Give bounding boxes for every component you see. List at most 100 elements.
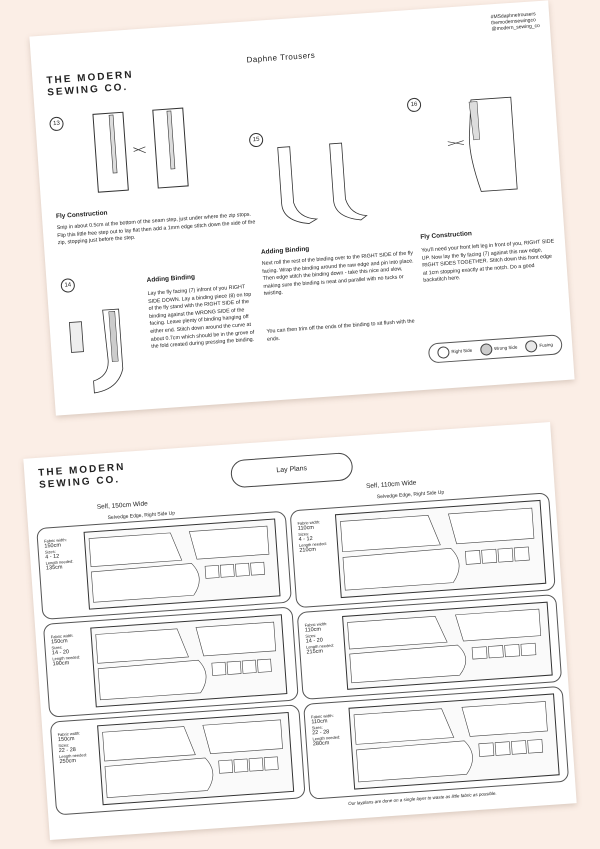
pattern-pieces — [88, 525, 270, 603]
pattern-piece — [256, 658, 272, 673]
legend-right-side-label: Right Side — [451, 347, 473, 355]
adding-binding-text-14: Lay the fly facing (7) infront of you RI… — [147, 284, 255, 350]
brand-logo-2: THE MODERN SEWING CO. — [38, 462, 127, 492]
length-value: 210cm — [299, 546, 317, 554]
lay-plans-title: Lay Plans — [229, 451, 354, 489]
pattern-piece — [342, 547, 460, 591]
adding-binding-text-15: Next roll the rest of the binding over t… — [261, 250, 414, 298]
legend-right-side: Right Side — [437, 344, 473, 359]
adding-binding-illustration — [68, 308, 124, 394]
pattern-piece — [241, 659, 257, 674]
pattern-piece — [513, 546, 530, 562]
pattern-pieces — [102, 719, 283, 798]
pattern-piece — [102, 726, 196, 762]
pattern-piece — [226, 660, 242, 675]
pattern-piece — [95, 628, 189, 664]
pattern-piece — [91, 563, 200, 603]
page-title: Daphne Trousers — [246, 50, 316, 65]
fusing-swatch — [525, 339, 538, 353]
lay-plan-150-medium: Fabric width: 150cm Sizes: 14 - 20 Lengt… — [42, 606, 299, 718]
pattern-piece — [356, 740, 473, 783]
pattern-piece — [349, 644, 467, 684]
lay-plans-page: THE MODERN SEWING CO. Lay Plans Self, 15… — [23, 422, 577, 840]
pattern-piece — [248, 757, 264, 772]
pattern-piece — [478, 742, 495, 757]
plan-info: Fabric width: 150cm Sizes: 4 - 12 Length… — [44, 537, 74, 572]
pattern-piece — [219, 563, 235, 578]
pattern-piece — [88, 532, 183, 567]
step-number-15: 15 — [248, 132, 264, 148]
plan-info: Fabric width: 150cm Sizes: 14 - 20 Lengt… — [51, 632, 81, 667]
pattern-piece — [211, 661, 227, 676]
length-value: 135cm — [45, 563, 63, 572]
pattern-piece — [481, 548, 498, 564]
brand-logo: THE MODERN SEWING CO. — [46, 69, 135, 99]
pattern-piece — [465, 550, 481, 565]
adding-binding-text-15b: You can then trim off the ends of the bi… — [266, 318, 415, 343]
pattern-piece — [195, 621, 277, 657]
right-selvedge-label: Selvedge Edge, Right Side Up — [376, 489, 445, 501]
pattern-piece — [527, 739, 544, 754]
lay-plan-150-large: Fabric width: 150cm Sizes: 22 - 28 Lengt… — [49, 704, 306, 816]
fabric-layout — [342, 601, 553, 690]
plan-info: Fabric width: 110cm Sizes: 4 - 12 Length… — [297, 519, 327, 554]
length-value: 190cm — [52, 659, 70, 667]
contact-block: #MSdaphnetrousers themodernsewingco @mod… — [491, 11, 541, 32]
pattern-piece — [497, 547, 514, 563]
length-value: 215cm — [306, 647, 324, 656]
fabric-side-legend: Right Side Wrong Side Fusing — [427, 334, 563, 364]
adding-binding-heading-15: Adding Binding — [260, 245, 310, 256]
instruction-page: THE MODERN SEWING CO. Daphne Trousers #M… — [29, 0, 575, 416]
right-column-heading: Self, 110cm Wide — [365, 479, 417, 491]
fabric-layout — [334, 499, 547, 599]
legend-fusing-label: Fusing — [539, 342, 554, 348]
pattern-piece — [488, 645, 504, 659]
pattern-piece — [471, 646, 488, 660]
fabric-layout — [90, 614, 288, 708]
plan-info: Fabric width: 110cm Sizes: 22 - 28 Lengt… — [311, 713, 341, 748]
pattern-piece — [461, 701, 548, 737]
pattern-piece — [448, 507, 535, 545]
pattern-piece — [204, 565, 220, 579]
wrong-side-swatch — [479, 343, 493, 356]
left-column-heading: Self, 150cm Wide — [96, 500, 148, 511]
lay-plan-110-large: Fabric width: 110cm Sizes: 22 - 28 Lengt… — [303, 685, 570, 800]
pattern-piece — [202, 719, 283, 754]
pattern-piece — [235, 562, 250, 577]
pattern-piece — [494, 741, 511, 756]
pattern-piece — [233, 758, 249, 773]
pattern-pieces — [353, 701, 548, 783]
pattern-piece — [104, 757, 214, 798]
pattern-piece — [97, 659, 207, 701]
length-value: 280cm — [312, 739, 330, 747]
pattern-piece — [511, 740, 527, 755]
fabric-layout — [83, 518, 281, 610]
pattern-pieces — [340, 507, 535, 591]
legend-wrong-side-label: Wrong Side — [493, 344, 518, 352]
step-number-16: 16 — [406, 97, 422, 113]
binding-rolled-illustration — [277, 142, 368, 224]
fly-construction-heading-16: Fly Construction — [420, 230, 473, 241]
pattern-pieces — [95, 621, 277, 701]
pattern-piece — [347, 615, 448, 650]
pattern-piece — [263, 756, 279, 771]
fly-construction-heading: Fly Construction — [55, 209, 108, 221]
fly-construction-text-16: You'll need your front left leg in front… — [421, 238, 555, 285]
pattern-piece — [455, 608, 542, 642]
adding-binding-heading-14: Adding Binding — [146, 273, 196, 285]
pattern-piece — [218, 759, 234, 774]
plan-info: Fabric width: 110cm Sizes: 14 - 20 Lengt… — [304, 621, 334, 656]
pattern-piece — [504, 644, 520, 658]
step-number-14: 14 — [60, 278, 76, 293]
plan-info: Fabric width: 150cm Sizes: 22 - 28 Lengt… — [57, 730, 87, 765]
fabric-layout — [97, 711, 295, 806]
pattern-piece — [250, 561, 265, 576]
fly-construction-illustration — [92, 107, 189, 193]
lay-plan-110-small: Fabric width: 110cm Sizes: 4 - 12 Length… — [289, 492, 556, 609]
step-number-13: 13 — [49, 116, 65, 132]
pattern-piece — [340, 515, 441, 553]
front-leg-illustration — [447, 96, 518, 192]
lay-plan-150-small: Fabric width: 150cm Sizes: 4 - 12 Length… — [36, 510, 292, 620]
pattern-piece — [520, 642, 537, 657]
pattern-pieces — [347, 608, 542, 684]
